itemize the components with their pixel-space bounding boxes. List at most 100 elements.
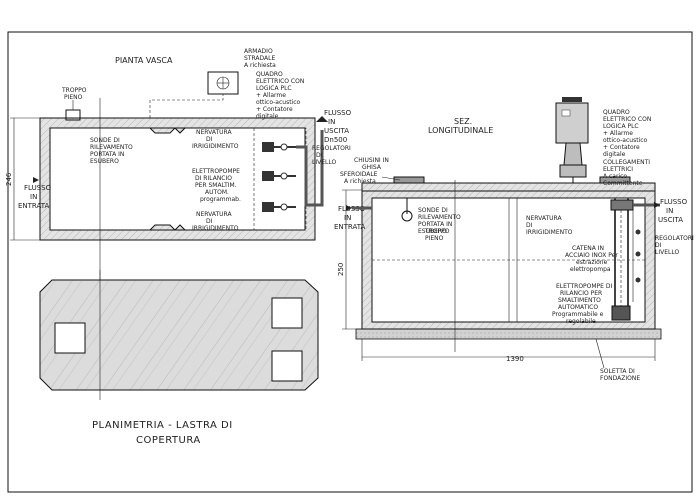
sect-pumps-2: RILANCIO PER: [560, 290, 602, 297]
plan-panel-3: LOGICA PLC: [256, 85, 292, 92]
slab-plate: [39, 279, 319, 391]
rib-bottom-right: [173, 224, 187, 231]
slab-opening-bottom-right: [271, 350, 303, 382]
plan-inlet-2: IN: [30, 193, 37, 201]
plan-outlet-4: Dn500: [324, 136, 347, 144]
sect-covers-3: SFEROIDALE: [340, 171, 378, 178]
plan-outlet-arrow-icon: [316, 116, 328, 122]
sect-probes-1: SONDE DI: [418, 207, 448, 214]
plan-regulators-3: LIVELLO: [312, 159, 336, 166]
plan-pumps-3: PER SMALTIM.: [195, 182, 237, 189]
sect-inlet-3: ENTRATA: [334, 223, 365, 231]
slab-opening-left: [54, 322, 86, 354]
pump-riser: [610, 198, 641, 321]
plan-overflow-label-1: TROPPO: [61, 87, 87, 94]
sect-regulators-2: DI: [655, 242, 662, 249]
sect-rib-2: DI: [526, 222, 533, 229]
plan-overflow-label-2: PIENO: [64, 94, 83, 101]
plan-pumps-4: AUTOM.: [205, 189, 229, 196]
sect-pumps-5: Programmabile e: [552, 311, 604, 318]
sect-manifold-4: Committente: [603, 180, 643, 187]
sect-probes-4: ESUBERO: [418, 228, 447, 235]
plan-panel-2: ELETTRICO CON: [256, 78, 304, 85]
rib-top-right: [173, 127, 187, 134]
plan-probes-1: SONDE DI: [90, 137, 120, 144]
sect-pumps-6: regolabile: [566, 318, 596, 325]
plan-probes-2: RILEVAMENTO: [90, 144, 133, 151]
sect-manifold-3: A carico: [603, 173, 627, 180]
plan-rib-top-1: NERVATURA: [196, 129, 232, 136]
pump-unit-1: [262, 142, 296, 152]
sect-covers-4: A richiesta: [344, 178, 376, 185]
sect-rib-3: IRRIGIDIMENTO: [526, 229, 573, 236]
sect-pumps-1: ELETTROPOMPE DI: [556, 283, 612, 290]
rib-bottom-left: [148, 224, 177, 231]
plan-panel-7: digitale: [256, 113, 279, 120]
sect-covers-2: GHISA: [362, 164, 382, 171]
plan-rib-top-3: IRRIGIDIMENTO: [192, 143, 239, 150]
slab-title-1: PLANIMETRIA - LASTRA DI: [92, 420, 233, 431]
plan-inlet-arrow-icon: [33, 177, 39, 183]
sect-panel-3: LOGICA PLC: [603, 123, 639, 130]
sect-manifold-2: ELETTRICI: [603, 166, 633, 173]
sect-panel-4: + Allarme: [603, 130, 633, 137]
plan-panel-6: + Contatore: [256, 106, 293, 113]
sect-chain-3: estrazione: [576, 259, 608, 266]
sect-regulators-1: REGOLATORI: [655, 235, 694, 242]
sect-panel-5: ottico-acustico: [603, 137, 648, 144]
pump-unit-2: [262, 171, 296, 181]
plan-cabinet-2: STRADALE: [244, 55, 275, 62]
plan-rib-bot-1: NERVATURA: [196, 211, 232, 218]
sect-regulators-3: LIVELLO: [655, 249, 679, 256]
sect-outlet-arrow-icon: [654, 202, 660, 208]
plan-cabinet-1: ARMADIO: [244, 48, 273, 55]
plan-pumps-5: programmab.: [200, 196, 241, 203]
slab-opening-top-right: [271, 297, 303, 329]
control-column: [555, 97, 589, 183]
sect-panel-7: digitale: [603, 151, 626, 158]
sect-rib-1: NERVATURA: [526, 215, 562, 222]
plan-outlet-2: IN: [328, 118, 335, 126]
probe-sensor-icon: [401, 210, 413, 222]
plan-inlet-3: ENTRATA: [18, 202, 49, 210]
plan-title: PIANTA VASCA: [115, 56, 173, 65]
plan-regulators-1: REGOLATORI: [312, 145, 351, 152]
sect-chain-1: CATENA IN: [572, 245, 604, 252]
plan-outlet-1: FLUSSO: [324, 109, 352, 117]
plan-inlet-1: FLUSSO: [24, 184, 52, 192]
section-top-slab: [361, 182, 656, 192]
rib-top-left: [148, 127, 177, 134]
section-title-1: SEZ.: [454, 117, 472, 126]
sect-dim-length: 1390: [506, 355, 524, 363]
sect-inlet-1: FLUSSO: [338, 205, 366, 213]
plan-panel-5: ottico-acustico: [256, 99, 301, 106]
foundation-slab: [355, 328, 662, 340]
outlet-pipe: [296, 130, 324, 207]
plan-pumps-2: DI RILANCIO: [195, 175, 232, 182]
sect-panel-1: QUADRO: [603, 109, 630, 116]
sect-probes-2: RILEVAMENTO: [418, 214, 461, 221]
sect-panel-2: ELETTRICO CON: [603, 116, 651, 123]
sect-foundation-2: FONDAZIONE: [600, 375, 640, 382]
section-title-2: LONGITUDINALE: [428, 126, 493, 135]
sect-outlet-3: USCITA: [658, 216, 683, 224]
sect-probes-3: PORTATA IN: [418, 221, 452, 228]
manhole-cover-left: [393, 176, 425, 184]
sect-inlet-2: IN: [344, 214, 351, 222]
sect-panel-6: + Contatore: [603, 144, 640, 151]
slab-title-2: COPERTURA: [136, 435, 201, 446]
plan-outlet-3: USCITA: [324, 127, 349, 135]
sect-overflow-2: PIENO: [425, 235, 444, 242]
long-section: SEZ. LONGITUDINALE QUADRO ELETTRICO CON …: [334, 97, 694, 382]
plan-panel-1: QUADRO: [256, 71, 283, 78]
cover-slab: PLANIMETRIA - LASTRA DI COPERTURA: [39, 270, 319, 446]
sect-covers-1: CHIUSINI IN: [354, 157, 389, 164]
pump-unit-3: [262, 202, 296, 212]
manhole-cover-right: [599, 176, 631, 184]
plan-probes-3: PORTATA IN: [90, 151, 124, 158]
sect-inlet-arrow-icon: [346, 205, 352, 211]
sect-chain-4: elettropompa: [570, 266, 611, 273]
plan-panel-4: + Allarme: [256, 92, 286, 99]
plan-rib-bot-3: IRRIGIDIMENTO: [192, 225, 239, 232]
